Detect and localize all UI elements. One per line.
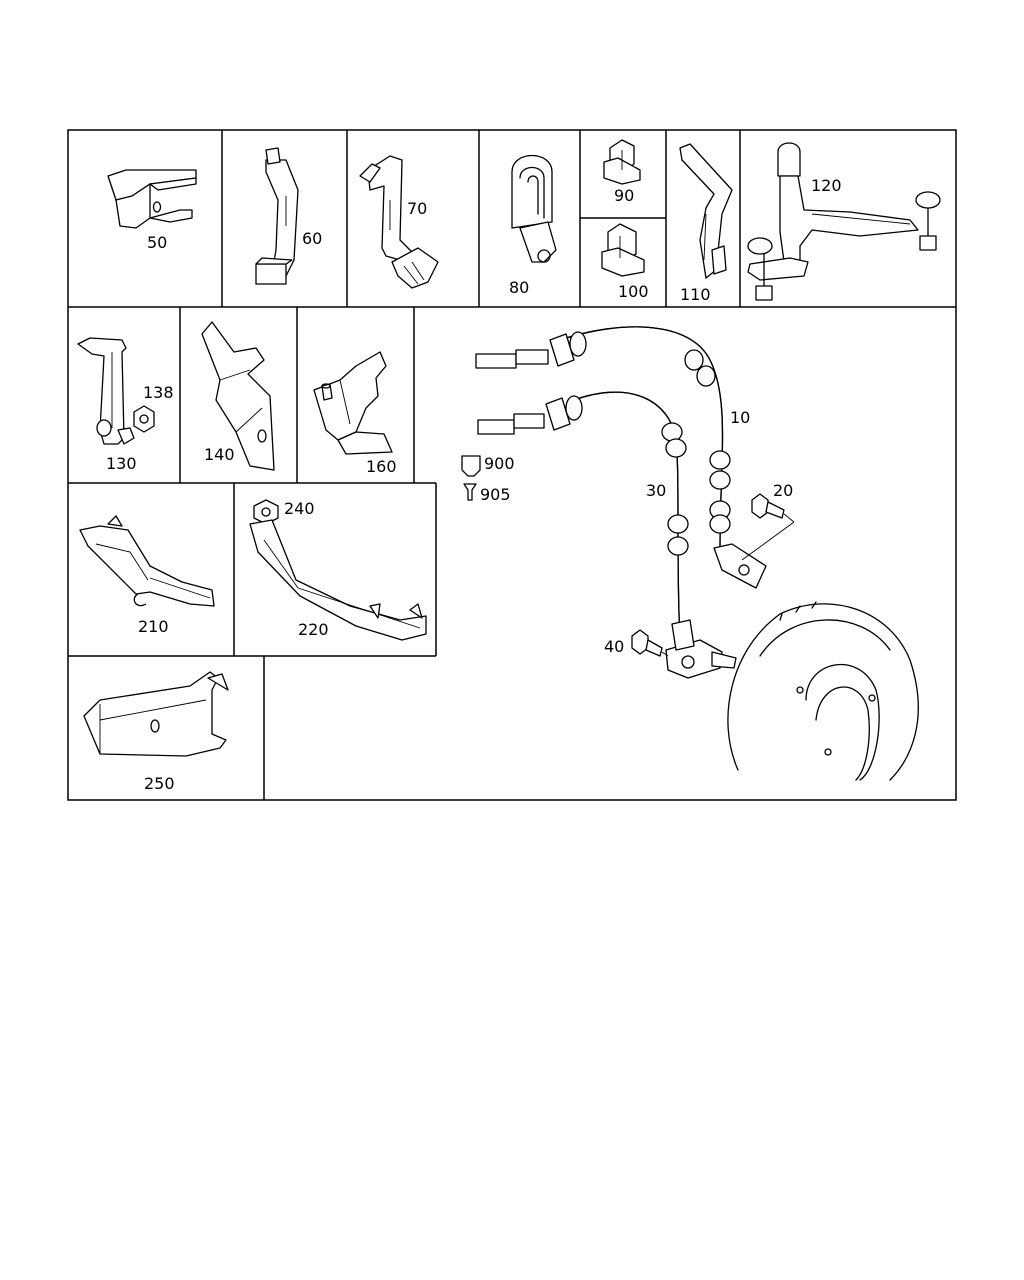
label-20: 20: [773, 481, 793, 500]
part-100-clip: [601, 223, 645, 277]
part-160-shield: [313, 351, 393, 455]
part-50-bracket: [107, 169, 197, 229]
part-60-bracket: [255, 147, 299, 285]
plug-symbol-900: [461, 455, 481, 477]
label-905: 905: [480, 485, 511, 504]
label-100: 100: [618, 282, 649, 301]
part-140-shield: [201, 321, 275, 471]
part-130-bracket: [77, 337, 135, 445]
part-120-bracket: [747, 142, 941, 301]
label-160: 160: [366, 457, 397, 476]
part-70-bracket: [359, 155, 439, 289]
part-210-bracket: [79, 515, 215, 607]
label-10: 10: [730, 408, 750, 427]
plug-symbol-905: [463, 483, 477, 501]
label-130: 130: [106, 454, 137, 473]
label-90: 90: [614, 186, 634, 205]
label-250: 250: [144, 774, 175, 793]
label-138: 138: [143, 383, 174, 402]
part-220-bracket: [249, 519, 427, 641]
bolt-40: [631, 629, 669, 657]
part-240-nut: [253, 499, 279, 525]
label-240: 240: [284, 499, 315, 518]
label-110: 110: [680, 285, 711, 304]
part-250-bracket: [83, 671, 229, 757]
part-80-clip: [511, 154, 557, 263]
sensor-cable-30: [477, 391, 737, 679]
brake-disc: [727, 601, 919, 781]
label-210: 210: [138, 617, 169, 636]
sensor-cable-10: [475, 326, 767, 589]
label-60: 60: [302, 229, 322, 248]
diagram-frame: [67, 129, 957, 801]
bolt-20: [741, 493, 795, 561]
label-120: 120: [811, 176, 842, 195]
label-50: 50: [147, 233, 167, 252]
part-110-bracket: [679, 143, 733, 279]
label-70: 70: [407, 199, 427, 218]
label-80: 80: [509, 278, 529, 297]
part-90-clip: [603, 139, 641, 185]
part-138-nut: [133, 405, 155, 433]
label-220: 220: [298, 620, 329, 639]
label-900: 900: [484, 454, 515, 473]
label-30: 30: [646, 481, 666, 500]
label-40: 40: [604, 637, 624, 656]
label-140: 140: [204, 445, 235, 464]
